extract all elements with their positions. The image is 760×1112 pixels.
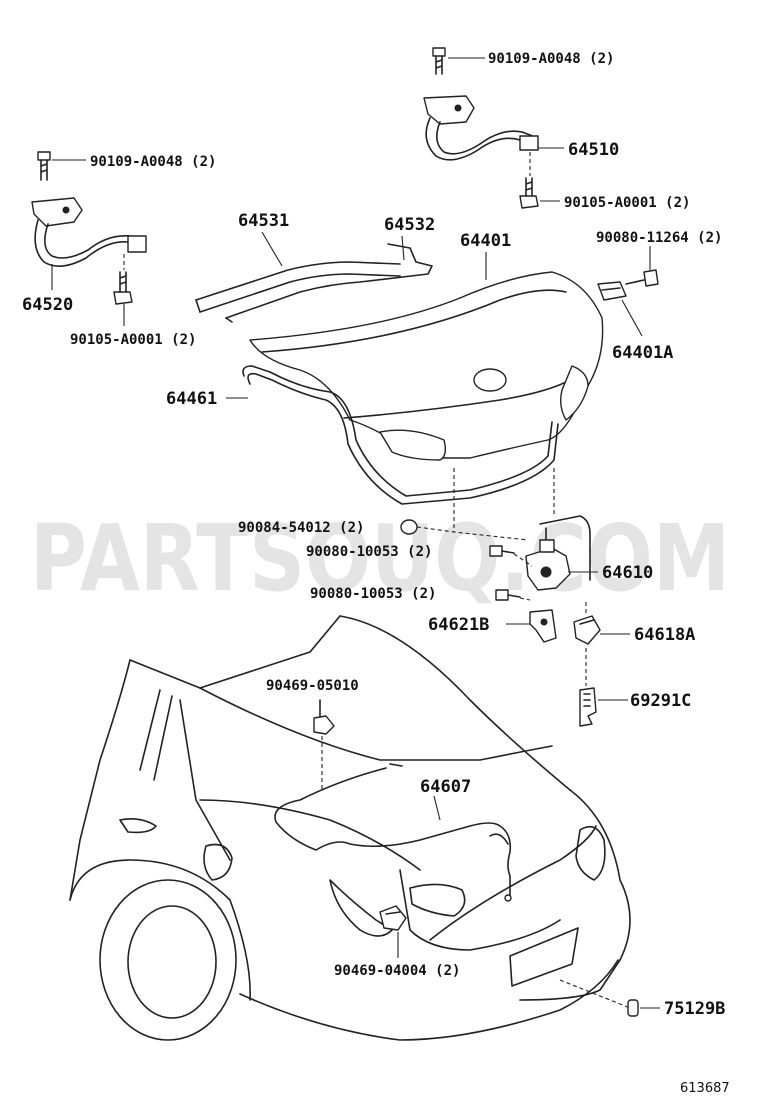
label-64520[interactable]: 64520 [22,295,73,315]
leader-line [433,795,441,821]
label-90109-a0048-top[interactable]: 90109-A0048 (2) [488,51,614,67]
release-cable-64607 [274,763,512,902]
hinge-64520 [31,197,147,267]
bolt-90109-a0048-top [432,47,446,75]
label-90080-10053-a[interactable]: 90080-10053 (2) [306,544,432,560]
label-64401[interactable]: 64401 [460,231,511,251]
label-64461[interactable]: 64461 [166,389,217,409]
label-64532[interactable]: 64532 [384,215,435,235]
label-75129b[interactable]: 75129B [664,999,725,1019]
label-90105-a0001-right[interactable]: 90105-A0001 (2) [564,195,690,211]
label-90469-04004[interactable]: 90469-04004 (2) [334,963,460,979]
plug-75129b [627,999,639,1017]
label-64618a[interactable]: 64618A [634,625,695,645]
clip-90469-05010 [313,699,335,735]
torsion-rod-64531 [195,261,401,313]
bolt-90109-a0048-left [37,151,51,181]
torsion-rod-64532 [225,243,433,323]
car-body-outline [69,615,631,1041]
luggage-lid-64401 [249,271,604,461]
label-90469-05010[interactable]: 90469-05010 [266,678,359,694]
label-64621b[interactable]: 64621B [428,615,489,635]
stopper-64401a [597,281,627,301]
leader-line [621,299,643,337]
weatherstrip-64461 [242,365,559,505]
lock-assembly-64610 [525,515,591,591]
figure-code: 613687 [680,1081,730,1096]
label-64610[interactable]: 64610 [602,563,653,583]
leader-dashed [519,597,531,601]
bolt-90105-a0001-left [113,271,133,305]
label-90080-11264[interactable]: 90080-11264 (2) [596,230,722,246]
screw-90080-11264 [625,269,659,287]
label-64401a[interactable]: 64401A [612,343,673,363]
label-64510[interactable]: 64510 [568,140,619,160]
label-90084-54012[interactable]: 90084-54012 (2) [238,520,364,536]
label-69291c[interactable]: 69291C [630,691,691,711]
hinge-64510 [423,95,539,161]
label-90080-10053-b[interactable]: 90080-10053 (2) [310,586,436,602]
leader-line [401,235,405,261]
bolt-90105-a0001-right [519,177,539,209]
label-64607[interactable]: 64607 [420,777,471,797]
bolt-90080-10053-b [495,589,521,601]
label-64531[interactable]: 64531 [238,211,289,231]
leader-line [261,231,283,267]
watermark: PARTSOUQ.COM [30,505,730,612]
cushion-64618a [573,615,601,645]
label-90109-a0048-left[interactable]: 90109-A0048 (2) [90,154,216,170]
striker-64621b [529,609,557,643]
handle-69291c [579,687,597,727]
leader-dashed [513,553,533,567]
leader-dashed [409,525,529,541]
cushion-90084-54012 [400,519,418,535]
label-90105-a0001-left[interactable]: 90105-A0001 (2) [70,332,196,348]
bolt-90080-10053-a [489,545,515,557]
clip-90469-04004 [379,905,407,931]
leader-dashed [559,979,631,1009]
